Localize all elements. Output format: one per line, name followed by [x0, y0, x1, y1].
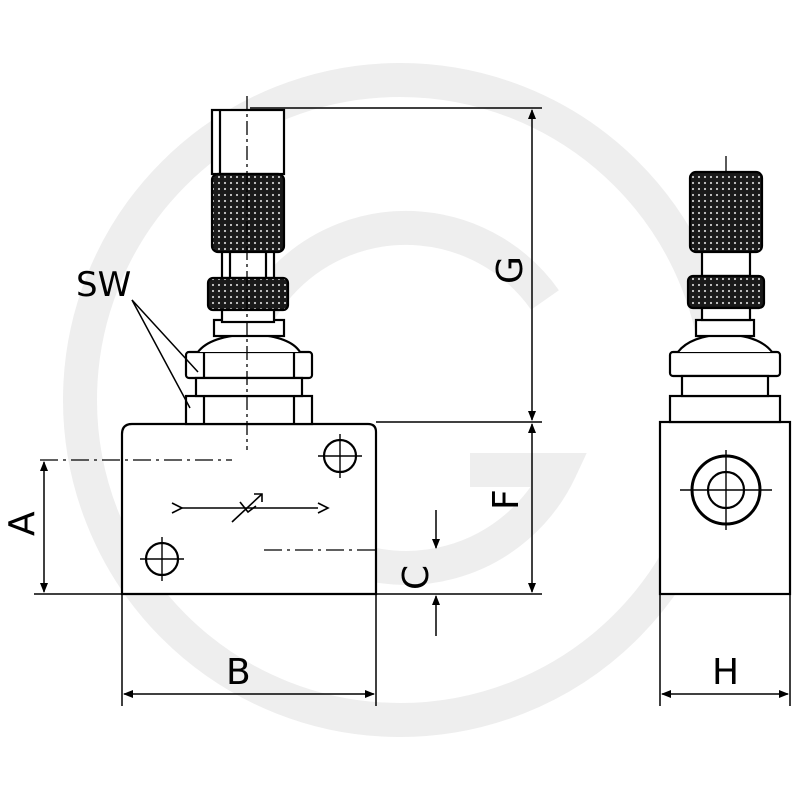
- side-knurled-knob: [688, 170, 764, 254]
- spindle-shaft: [210, 108, 286, 176]
- sw-leader-2: [131, 299, 191, 409]
- flow-symbol: [171, 493, 330, 523]
- watermark-logo: [63, 63, 737, 737]
- valve-body: [120, 422, 378, 596]
- side-port: [680, 450, 772, 530]
- hex-nut-lower: [184, 394, 314, 426]
- label-sw: SW: [76, 265, 131, 305]
- label-f: F: [486, 489, 527, 510]
- label-b: B: [226, 652, 251, 693]
- dimension-lines: [34, 107, 791, 706]
- label-h: H: [712, 652, 739, 693]
- side-lock-nut: [686, 274, 766, 310]
- label-a: A: [2, 511, 43, 536]
- sw-leader-1: [131, 299, 199, 373]
- front-view: [40, 96, 378, 596]
- lock-nut-knurled: [206, 276, 290, 312]
- knurled-knob: [210, 172, 286, 254]
- label-c: C: [396, 565, 437, 590]
- side-view: [658, 156, 792, 596]
- port-lower-left: [140, 537, 184, 581]
- label-g: G: [490, 256, 531, 284]
- port-upper-right: [318, 434, 362, 478]
